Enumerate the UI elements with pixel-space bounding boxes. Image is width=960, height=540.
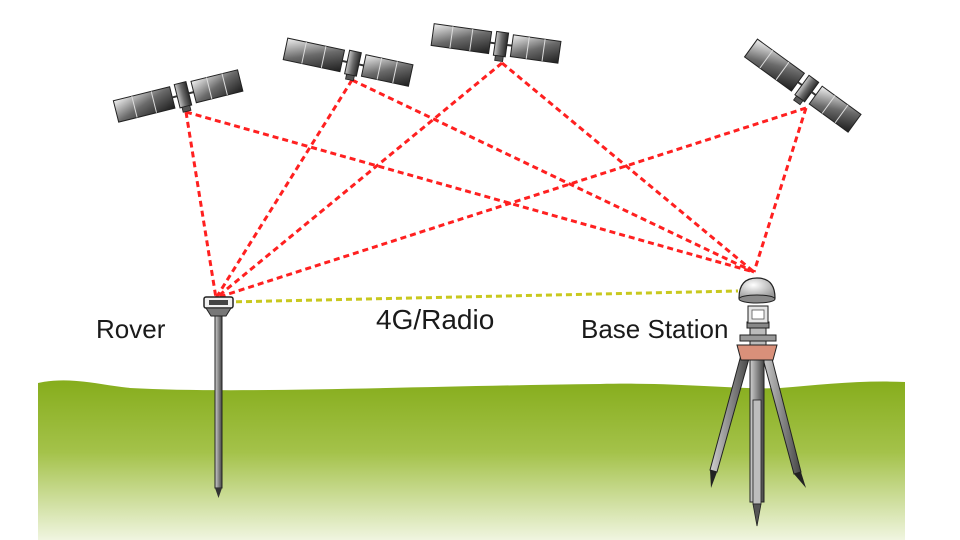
- signal-line: [351, 78, 755, 274]
- signal-line: [185, 110, 755, 274]
- satellite-signals: [184, 61, 808, 300]
- signal-line: [215, 61, 503, 300]
- base-station: [709, 277, 806, 527]
- satellite-icon: [429, 21, 563, 71]
- tripod-icon: [709, 321, 806, 527]
- gnss-antenna-icon: [203, 296, 234, 317]
- ground: [38, 380, 905, 540]
- signal-line: [501, 61, 755, 274]
- rover-label: Rover: [96, 314, 166, 344]
- link-label: 4G/Radio: [376, 304, 495, 335]
- rover-pole: [203, 296, 234, 498]
- gnss-antenna-icon: [738, 277, 776, 324]
- satellite-icon: [112, 67, 246, 129]
- signal-line: [752, 107, 808, 273]
- signal-line: [214, 79, 354, 299]
- signal-line: [184, 111, 218, 299]
- signal-line: [215, 106, 807, 300]
- correction-link-line: [225, 289, 739, 304]
- satellite-icon: [280, 36, 415, 94]
- survey-pole-icon: [214, 314, 223, 489]
- base-station-label: Base Station: [581, 314, 729, 344]
